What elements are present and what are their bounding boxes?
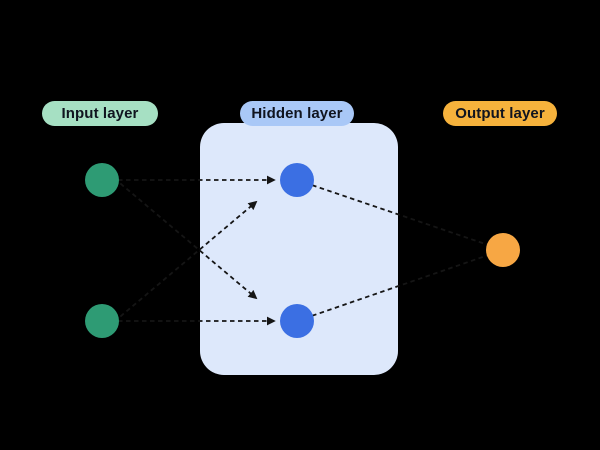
output-layer-badge: Output layer	[443, 101, 557, 126]
input-node-2	[85, 304, 119, 338]
input-layer-badge: Input layer	[42, 101, 158, 126]
hidden-node-1	[280, 163, 314, 197]
connection-input1-hidden2	[101, 167, 258, 300]
connection-hidden1-output	[296, 179, 505, 252]
hidden-layer-box	[200, 123, 398, 375]
hidden-layer-badge: Hidden layer	[240, 101, 354, 126]
connection-hidden2-output	[296, 248, 505, 322]
connection-input2-hidden1	[101, 200, 258, 333]
output-node	[486, 233, 520, 267]
hidden-node-2	[280, 304, 314, 338]
input-node-1	[85, 163, 119, 197]
